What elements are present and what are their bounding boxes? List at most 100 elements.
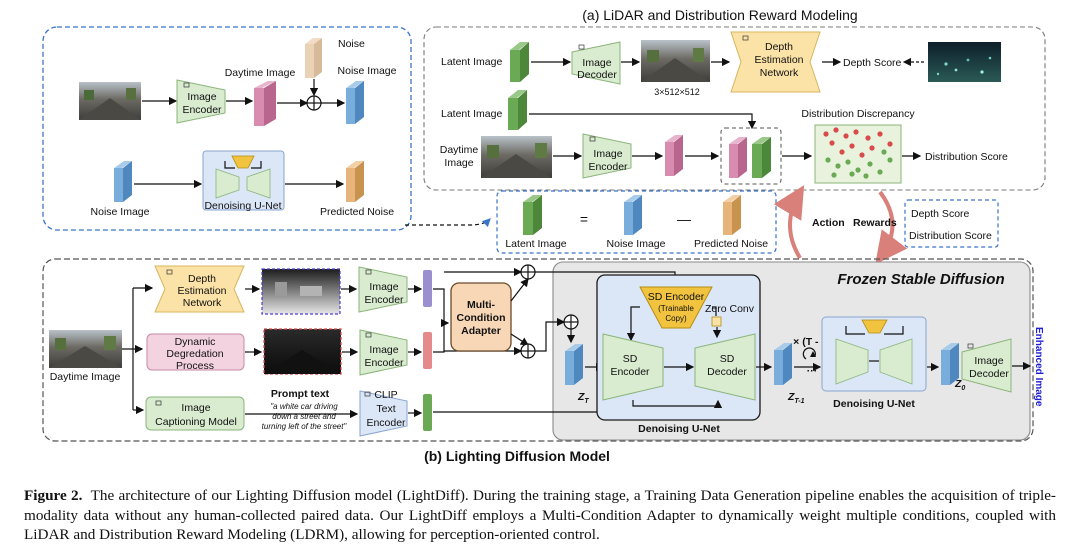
eq-predicted-label: Predicted Noise: [694, 238, 768, 250]
action-label: Action: [812, 217, 845, 229]
daytime-photo-train: [79, 82, 141, 120]
daytime-photo-b: [49, 330, 122, 368]
distribution-score-label: Distribution Score: [925, 151, 1008, 163]
score-distribution: Distribution Score: [909, 230, 992, 242]
dark-image: [263, 328, 342, 375]
concat-green: [752, 137, 771, 178]
noise-label: Noise: [338, 38, 365, 50]
z-t-label: ZT: [577, 391, 589, 405]
z-0-cube: [941, 343, 959, 385]
frozen-sd-title: Frozen Stable Diffusion: [837, 271, 1004, 288]
latent-image-2-label: Latent Image: [441, 108, 502, 120]
decoded-image-photo: [641, 40, 710, 82]
eq-noise-label: Noise Image: [607, 238, 666, 250]
text-feature-bar: [423, 394, 432, 431]
figure-caption: Figure 2. The architecture of our Lighti…: [24, 486, 1056, 545]
add-node-b1: [520, 264, 536, 280]
prompt-title: Prompt text: [271, 388, 330, 400]
distribution-discrepancy-label: Distribution Discrepancy: [801, 108, 915, 120]
enhanced-image-label: Enhanced Image: [1033, 327, 1044, 407]
size-note: 3×512×512: [654, 87, 700, 97]
denoising-unet-small: [821, 316, 927, 392]
latent-cube-1: [510, 42, 529, 82]
eq-equals: =: [580, 211, 588, 227]
noise-image-cube-bottom: [114, 161, 132, 202]
repeat-label: × (T - 1): [793, 336, 831, 348]
latent-cube-2: [508, 90, 527, 130]
svg-text:···: ···: [807, 365, 818, 377]
section-a-frame: [423, 26, 1046, 191]
denoising-unet-train-label: Denoising U-Net: [204, 200, 281, 212]
depth-map-image: [261, 268, 341, 315]
caption-text: The architecture of our Lighting Diffusi…: [24, 487, 1056, 544]
z-t-cube: [565, 344, 583, 385]
loop-icon: ···: [802, 347, 818, 377]
add-node-train: [306, 95, 322, 111]
distribution-scatter: [814, 124, 902, 184]
score-depth: Depth Score: [911, 208, 970, 220]
denoising-unet-train: Denoising U-Net: [202, 150, 285, 212]
z-t1-cube: [774, 343, 792, 385]
add-node-b2: [520, 343, 536, 359]
zero-conv-label: Zero Conv: [705, 303, 755, 315]
rewards-label: Rewards: [853, 217, 897, 229]
daytime-photo-a: [481, 136, 552, 178]
action-arrow: [773, 185, 805, 260]
eq-latent-label: Latent Image: [505, 238, 566, 250]
daytime-latent-cube-a: [665, 135, 683, 176]
z-t1-label: ZT-1: [787, 391, 805, 405]
section-a-title: (a) LiDAR and Distribution Reward Modeli…: [582, 7, 857, 23]
section-b-title: (b) Lighting Diffusion Model: [424, 448, 610, 464]
noise-image-bottom-label: Noise Image: [91, 206, 150, 218]
denoising-unet-small-label: Denoising U-Net: [833, 398, 915, 410]
predicted-noise-cube: [346, 161, 364, 202]
zero-conv-block: [711, 316, 722, 327]
depth-score-label: Depth Score: [843, 57, 902, 69]
rewards-arrow: [875, 190, 908, 265]
concat-pink: [729, 137, 747, 178]
dark-feature-bar: [423, 332, 432, 369]
eq-minus: —: [677, 211, 691, 227]
section-b-frame: [42, 258, 1034, 442]
eq-noise-cube: [624, 195, 642, 235]
eq-latent-cube: [523, 195, 542, 235]
noise-image-cube-top: [346, 81, 364, 124]
noise-cube: [305, 38, 322, 78]
eq-predicted-cube: [723, 195, 741, 235]
caption-label: Figure 2.: [24, 487, 83, 504]
denoising-unet-b-label: Denoising U-Net: [638, 423, 720, 435]
daytime-latent-cube: [254, 81, 276, 126]
latent-image-1-label: Latent Image: [441, 56, 502, 68]
